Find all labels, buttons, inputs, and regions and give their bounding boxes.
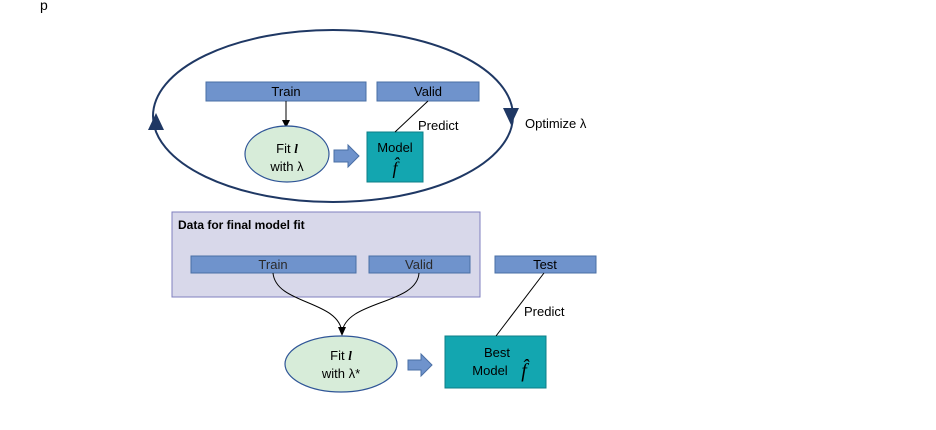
fit-to-model-block-arrow-icon bbox=[333, 143, 360, 169]
predict-line bbox=[394, 100, 429, 133]
loop-arrow-up-icon bbox=[148, 113, 164, 130]
fit-node bbox=[244, 125, 330, 183]
final-valid-bar-label: Valid bbox=[405, 257, 433, 272]
model-box-label: Model bbox=[377, 140, 413, 155]
merge-arrowhead-icon bbox=[338, 327, 346, 336]
predict-label: Predict bbox=[418, 118, 459, 133]
best-model-line1: Best bbox=[484, 345, 510, 360]
final-fit-node-line2: with λ* bbox=[321, 366, 360, 381]
final-fit-to-model-block-arrow-icon bbox=[407, 352, 433, 378]
final-fit-node bbox=[284, 335, 398, 393]
final-train-curve bbox=[272, 272, 343, 334]
final-valid-bar bbox=[368, 255, 471, 274]
final-fit-node-line1: Fit l bbox=[330, 348, 352, 363]
final-data-panel bbox=[171, 211, 481, 298]
train-bar-label: Train bbox=[271, 84, 300, 99]
model-f-hat: f̂ bbox=[392, 157, 400, 178]
corner-mark: p bbox=[40, 0, 48, 13]
final-predict-line bbox=[495, 272, 545, 337]
final-valid-curve bbox=[341, 272, 420, 334]
best-model-line2: Model bbox=[472, 363, 508, 378]
final-predict-label: Predict bbox=[524, 304, 565, 319]
test-bar bbox=[494, 255, 597, 274]
final-data-panel-title: Data for final model fit bbox=[178, 218, 305, 232]
optimize-lambda-label: Optimize λ bbox=[525, 116, 587, 131]
fit-node-line2: with λ bbox=[269, 159, 304, 174]
valid-bar-label: Valid bbox=[414, 84, 442, 99]
best-model-f-hat: f̂ bbox=[521, 358, 530, 382]
loop-arrow-down-icon bbox=[503, 108, 519, 125]
best-model-box bbox=[444, 335, 547, 389]
final-train-bar-label: Train bbox=[258, 257, 287, 272]
test-bar-label: Test bbox=[533, 257, 557, 272]
optimization-loop bbox=[152, 29, 514, 203]
fit-node-line1: Fit l bbox=[276, 141, 298, 156]
